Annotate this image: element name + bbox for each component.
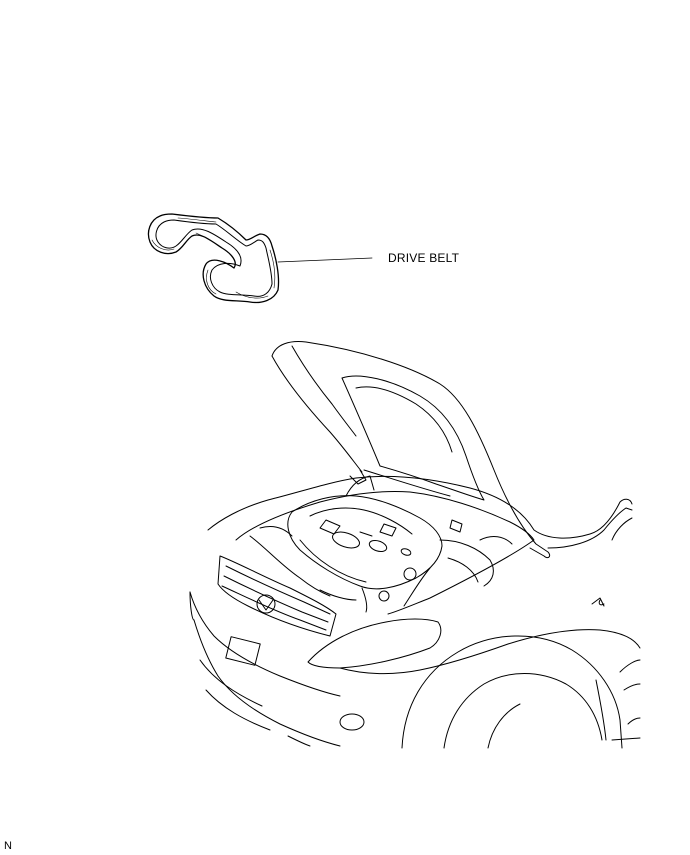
wheel-arch [402, 636, 622, 748]
drive-belt-leader-line [278, 258, 372, 262]
figure-code-label: N [4, 840, 13, 852]
emblem-icon [257, 595, 275, 613]
headlight [308, 619, 441, 668]
drive-belt [148, 214, 278, 303]
front-bumper [190, 592, 364, 746]
front-grille [218, 556, 336, 636]
engine-cover [288, 496, 442, 589]
drive-belt-callout-label: DRIVE BELT [388, 251, 460, 265]
vehicle-front [190, 342, 640, 748]
open-hood [272, 342, 550, 558]
